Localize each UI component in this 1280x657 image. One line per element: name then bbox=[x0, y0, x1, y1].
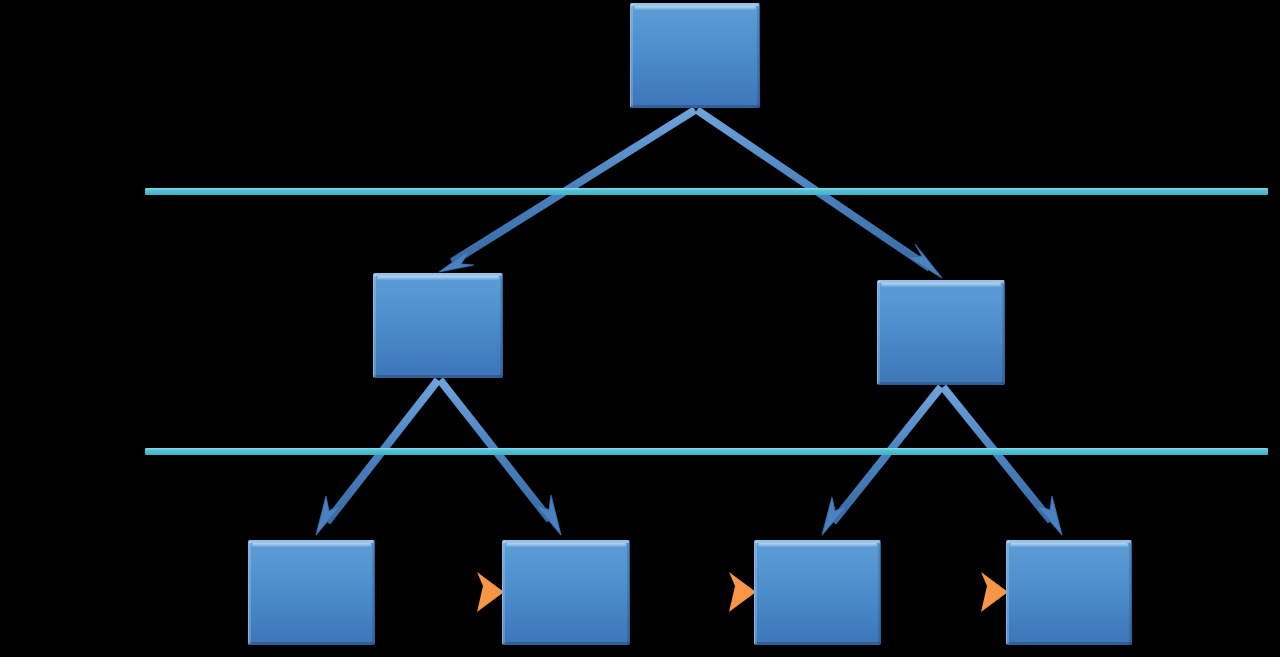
node-highlight bbox=[881, 283, 1001, 287]
divider-upper bbox=[145, 188, 1268, 195]
node-mid-right[interactable] bbox=[877, 280, 1005, 385]
node-leaf-2[interactable] bbox=[502, 540, 630, 645]
node-highlight bbox=[634, 6, 756, 10]
edge-leaf-3-to-leaf-4 bbox=[881, 572, 1008, 612]
node-highlight bbox=[252, 543, 371, 547]
node-mid-left[interactable] bbox=[373, 273, 503, 378]
node-root[interactable] bbox=[630, 3, 760, 108]
node-leaf-1[interactable] bbox=[248, 540, 375, 645]
node-leaf-3[interactable] bbox=[754, 540, 881, 645]
node-highlight bbox=[758, 543, 877, 547]
edge-leaf-1-to-leaf-2 bbox=[375, 572, 504, 612]
edge-leaf-2-to-leaf-3 bbox=[630, 572, 756, 612]
divider-lower bbox=[145, 448, 1268, 455]
edge-mid-left-to-leaf-1 bbox=[315, 377, 442, 536]
node-highlight bbox=[1010, 543, 1128, 547]
node-leaf-4[interactable] bbox=[1006, 540, 1132, 645]
edge-mid-right-to-leaf-4 bbox=[939, 384, 1063, 536]
edge-mid-left-to-leaf-2 bbox=[436, 377, 562, 536]
edge-mid-right-to-leaf-3 bbox=[821, 384, 945, 536]
node-highlight bbox=[377, 276, 499, 280]
node-highlight bbox=[506, 543, 626, 547]
